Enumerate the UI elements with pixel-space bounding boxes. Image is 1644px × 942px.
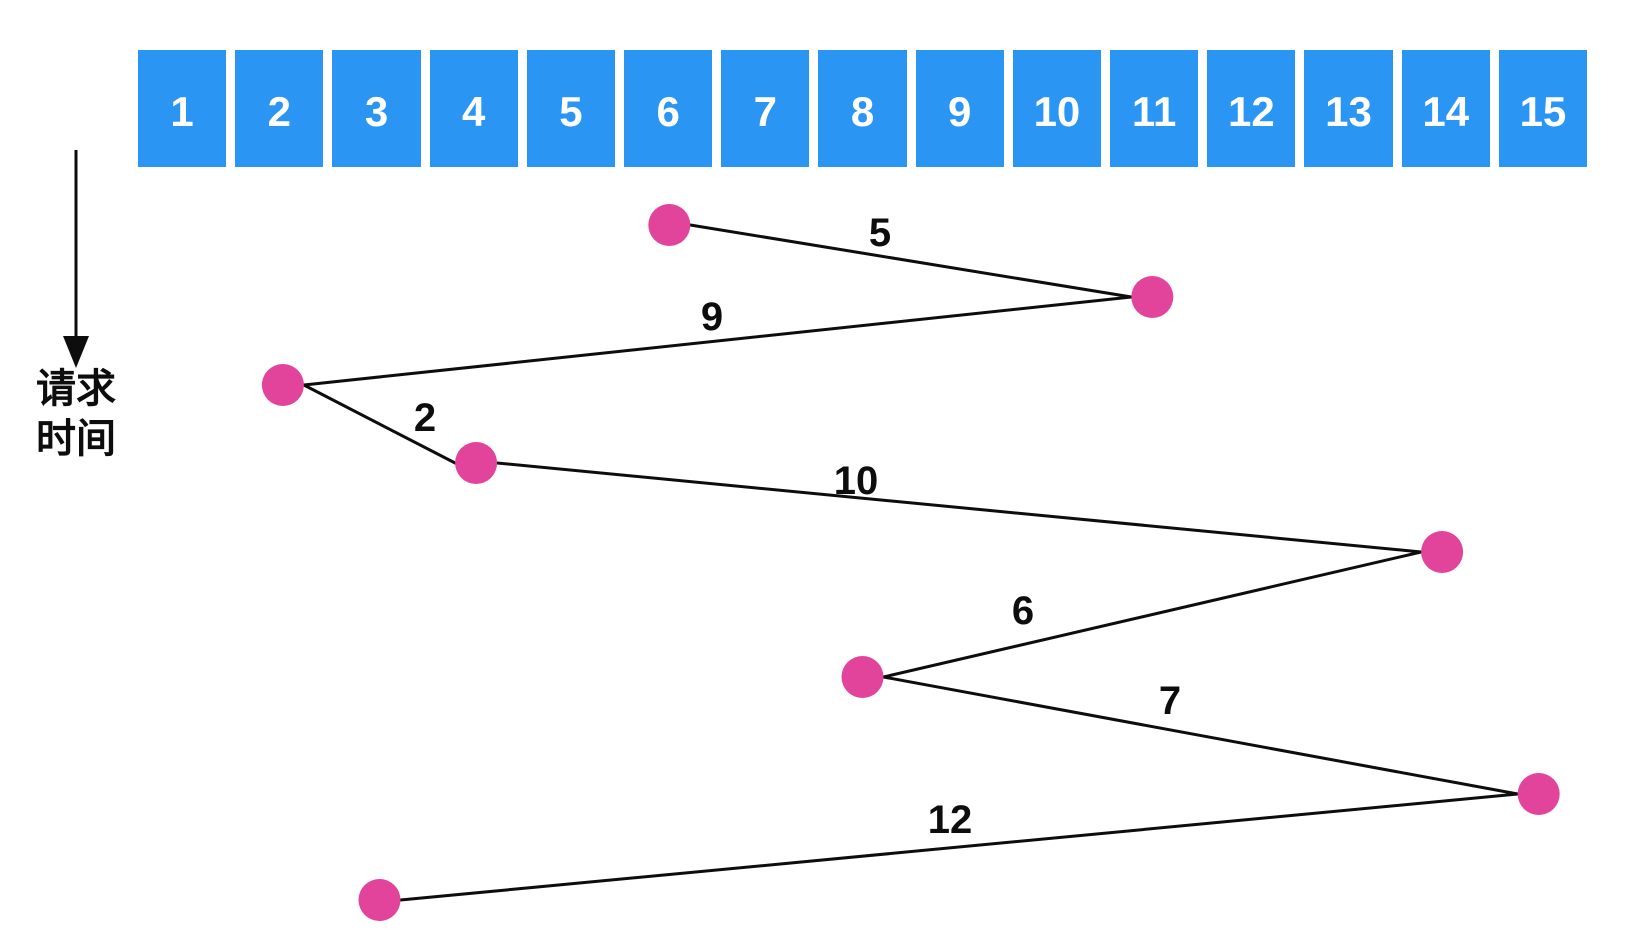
request-dot-track-3 bbox=[358, 879, 401, 921]
seek-line-3 bbox=[302, 383, 457, 465]
time-axis-arrow bbox=[63, 150, 89, 368]
track-cell-label: 12 bbox=[1227, 87, 1275, 135]
request-dot-track-4 bbox=[455, 442, 498, 484]
seek-distance-label-5: 6 bbox=[1012, 589, 1034, 633]
seek-line-1 bbox=[688, 223, 1133, 299]
track-cell-label: 4 bbox=[462, 87, 486, 135]
request-dot-track-8 bbox=[841, 656, 884, 698]
seek-line-6 bbox=[882, 675, 1520, 796]
track-cell-6: 6 bbox=[624, 50, 713, 167]
seek-distance-label-1: 5 bbox=[869, 211, 891, 255]
track-cell-8: 8 bbox=[818, 50, 907, 167]
track-cell-label: 9 bbox=[948, 87, 972, 135]
track-cell-11: 11 bbox=[1110, 50, 1199, 167]
request-dot-track-11 bbox=[1131, 276, 1174, 318]
seek-distance-label-4: 10 bbox=[834, 459, 879, 503]
track-cell-label: 13 bbox=[1325, 87, 1372, 135]
seek-distance-label-6: 7 bbox=[1159, 679, 1181, 723]
request-dot-track-15 bbox=[1517, 773, 1560, 815]
time-axis-label-line2: 时间 bbox=[36, 417, 116, 461]
track-cell-1: 1 bbox=[138, 50, 227, 167]
track-cell-label: 15 bbox=[1519, 87, 1567, 135]
track-cell-label: 11 bbox=[1131, 87, 1177, 135]
track-cell-label: 14 bbox=[1422, 87, 1470, 135]
seek-distance-label-3: 2 bbox=[414, 396, 436, 440]
track-cell-2: 2 bbox=[235, 50, 324, 167]
track-cell-12: 12 bbox=[1207, 50, 1296, 167]
track-cell-10: 10 bbox=[1012, 50, 1102, 167]
time-axis-label-line1: 请求 bbox=[36, 367, 116, 411]
track-cell-7: 7 bbox=[721, 50, 810, 167]
track-cell-label: 1 bbox=[170, 87, 194, 135]
track-cell-label: 6 bbox=[656, 87, 680, 135]
track-cell-label: 3 bbox=[364, 87, 389, 135]
track-cell-3: 3 bbox=[332, 50, 421, 167]
track-cell-14: 14 bbox=[1401, 50, 1490, 167]
seek-distance-label-7: 12 bbox=[928, 798, 973, 842]
track-cell-13: 13 bbox=[1304, 50, 1393, 167]
seek-line-5 bbox=[882, 550, 1423, 679]
track-cell-5: 5 bbox=[526, 50, 616, 167]
seek-line-2 bbox=[302, 295, 1133, 387]
track-cell-4: 4 bbox=[429, 50, 518, 167]
track-cell-label: 8 bbox=[850, 87, 875, 135]
track-cell-9: 9 bbox=[915, 50, 1004, 167]
arrow-down-icon bbox=[63, 336, 89, 368]
track-cell-label: 10 bbox=[1033, 87, 1081, 135]
request-dot-track-6 bbox=[648, 204, 691, 246]
seek-line-7 bbox=[399, 792, 1520, 902]
track-cell-label: 7 bbox=[753, 87, 777, 135]
seek-distance-label-2: 9 bbox=[701, 295, 723, 339]
track-cell-label: 2 bbox=[267, 87, 291, 135]
seek-line-4 bbox=[495, 461, 1423, 554]
track-cell-15: 15 bbox=[1498, 50, 1588, 167]
track-cell-label: 5 bbox=[559, 87, 583, 135]
request-dot-track-2 bbox=[261, 364, 304, 406]
time-axis-label: 请求 时间 bbox=[26, 364, 126, 464]
request-dot-track-14 bbox=[1421, 531, 1464, 573]
